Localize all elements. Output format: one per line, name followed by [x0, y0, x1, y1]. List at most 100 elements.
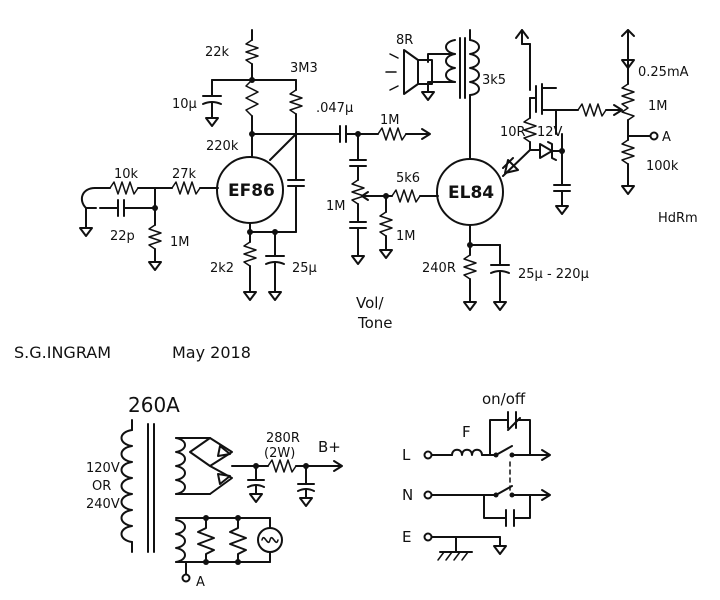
ground-icon [621, 185, 635, 195]
grid-stopper-label: 27k [172, 167, 197, 182]
zener-icon [539, 143, 553, 159]
grid-leak-label: 1M [170, 235, 190, 250]
psu-resistor [267, 459, 297, 473]
mains-label-1: 120V [86, 461, 120, 476]
ground-icon [555, 205, 569, 215]
plate-load-resistor [245, 79, 259, 117]
ground-icon [379, 249, 393, 259]
el84-cathode-resistor-label: 240R [422, 261, 456, 276]
ground-icon [493, 301, 507, 311]
cathode-resistor-label: 2k2 [210, 261, 234, 276]
meter-resistor-label: 100k [646, 159, 679, 174]
plate-supply-label: 22k [205, 45, 230, 60]
neutral-label: N [402, 486, 413, 504]
date-label: May 2018 [172, 343, 251, 362]
tone-resistor [377, 127, 407, 141]
el84-grid-leak-label: 1M [396, 229, 416, 244]
diode-icon [504, 159, 519, 174]
psu-resistor-label-2: (2W) [264, 446, 295, 461]
grid-leak-resistor [148, 224, 162, 250]
diode-icon [217, 473, 231, 485]
cathode-resistor [243, 241, 257, 267]
mains-transformer-secondary [175, 437, 186, 495]
ground-icon [205, 117, 219, 127]
author-label: S.G.INGRAM [14, 343, 111, 362]
gate-resistor-label: 10R [500, 125, 526, 140]
gate-resistor [523, 117, 537, 143]
onoff-label: on/off [482, 390, 526, 408]
fuse-icon [451, 448, 483, 456]
meter-resistor [621, 139, 635, 165]
node-a-label: A [662, 130, 671, 145]
input-resistor-label: 10k [114, 167, 139, 182]
screen-resistor-label: 3M3 [290, 61, 318, 76]
fuse-label: F [462, 423, 471, 441]
meter-pot-label: 1M [648, 99, 668, 114]
mains-switch-section: L N E on/off F [402, 390, 551, 561]
el84-label: EL84 [448, 183, 494, 203]
pilot-lamp-icon [257, 527, 283, 553]
input-section: 10k 22p 1M 27k [79, 167, 219, 271]
input-jack-icon [80, 187, 97, 209]
screen-resistor [289, 89, 303, 115]
plate-supply-resistor [245, 39, 259, 65]
ground-icon [249, 493, 263, 503]
supply-cap-label: 10µ [172, 97, 197, 112]
node-a-terminal [181, 573, 191, 583]
ground-icon [148, 261, 162, 271]
rectifier-label: 260A [128, 393, 180, 417]
ot-label: 3k5 [482, 73, 506, 88]
psu-node-a-label: A [196, 575, 205, 590]
ground-icon [351, 255, 365, 265]
ground-icon [493, 545, 507, 555]
heater-filament-1 [197, 517, 215, 563]
volume-pot [351, 179, 365, 205]
bplus-label: B+ [318, 438, 341, 456]
ground-icon [299, 497, 313, 507]
tone-resistor-label: 1M [380, 113, 400, 128]
earth-label: E [402, 528, 411, 546]
input-cap-label: 22p [110, 229, 135, 244]
node-a-terminal [649, 131, 659, 141]
tone-volume-section: .047µ 1M 1M 5k6 1M Vol/ To [316, 101, 439, 332]
el84-cathode-cap-label: 25µ - 220µ [518, 267, 589, 282]
el84-grid-leak-resistor [379, 211, 393, 237]
mains-label-3: 240V [86, 497, 120, 512]
ground-icon [463, 301, 477, 311]
ground-icon [79, 227, 93, 237]
ground-icon [268, 291, 282, 301]
heater-winding [175, 519, 186, 563]
coupling-cap-label: .047µ [316, 101, 353, 116]
speaker-label: 8R [396, 33, 413, 48]
ground-icon [421, 91, 435, 101]
heater-filament-2 [229, 517, 247, 563]
hdrm-label: HdRm [658, 211, 698, 226]
plate-load-label: 220k [206, 139, 239, 154]
mains-label-2: OR [92, 479, 111, 494]
grid-stopper-2-label: 5k6 [396, 171, 420, 186]
ground-icon [621, 59, 635, 69]
vol-tone-label-1: Vol/ [356, 294, 384, 312]
speaker-icon [417, 59, 433, 85]
output-transformer-primary [469, 39, 480, 96]
volume-pot-label: 1M [326, 199, 346, 214]
meter-section: 0.25mA 1M A 100k HdRm [621, 29, 698, 226]
switch-actuator [507, 417, 521, 431]
power-supply: 260A 120V OR 240V 280R (2W) B+ [86, 393, 343, 590]
output-transformer-secondary [445, 39, 456, 83]
meter-pot [621, 83, 635, 121]
el84-stage: EL84 240R 25µ - 220µ 3k5 8R [385, 29, 589, 311]
vol-tone-label-2: Tone [357, 314, 393, 332]
mains-transformer-primary [120, 429, 133, 543]
zener-label: 12V [537, 125, 563, 140]
el84-cathode-resistor [463, 254, 477, 280]
regulator-section: 10R 12V [500, 29, 623, 215]
grid-stopper-resistor [171, 181, 201, 195]
ef86-label: EF86 [228, 181, 275, 201]
input-resistor [109, 181, 139, 195]
ef86-stage: EF86 22k 10µ 220k 3M3 [172, 29, 341, 301]
bridge-rectifier [189, 437, 233, 467]
line-label: L [402, 446, 411, 464]
cathode-cap-label: 25µ [292, 261, 317, 276]
